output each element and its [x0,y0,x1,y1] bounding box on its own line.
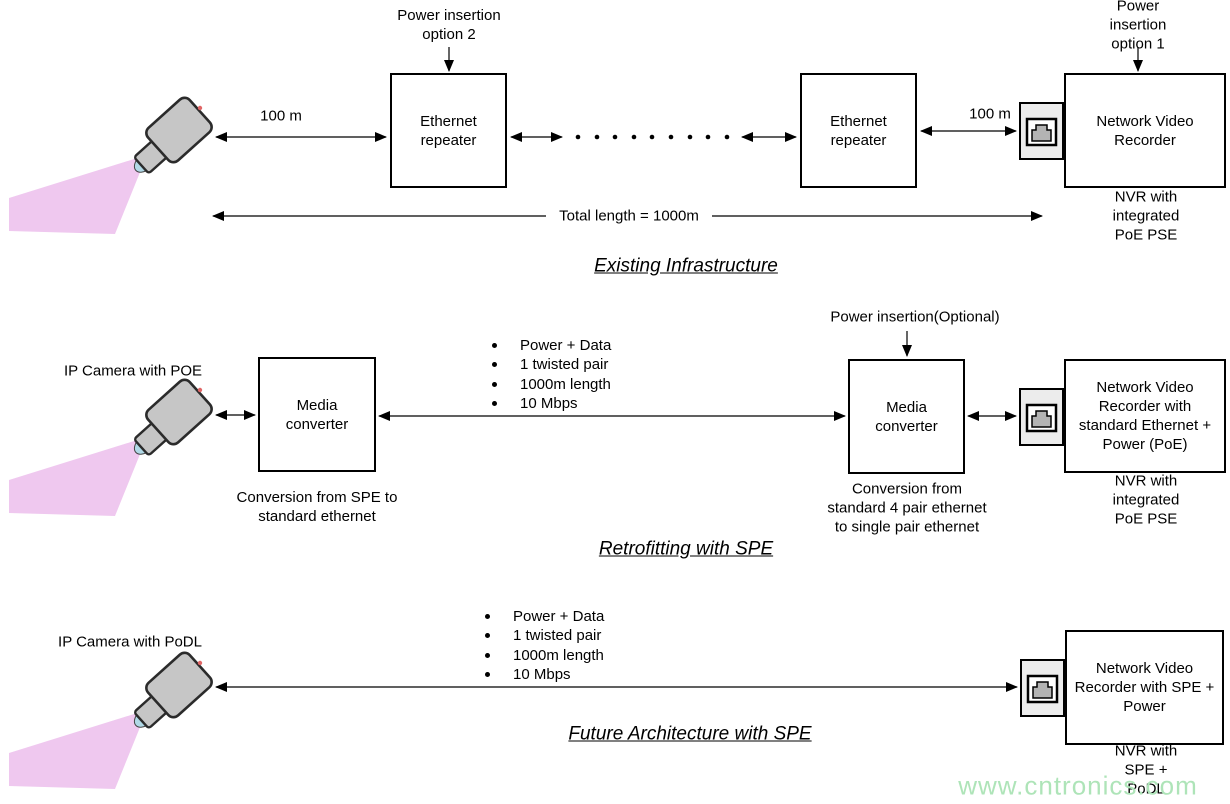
bullet-text: Power + Data [520,337,612,355]
section-title-existing: Existing Infrastructure [594,255,778,277]
ethernet-port-icon [1019,658,1066,718]
power-insertion-optional-label: Power insertion(Optional) [830,308,1000,326]
nvr-caption-future: NVR with SPE + PoDL [1114,742,1178,798]
ip-camera-icon [7,93,216,236]
total-length-label: Total length = 1000m [559,207,699,225]
list-item: Power + Data [492,336,611,355]
ip-camera-icon [7,648,216,791]
bullet-icon [485,633,490,639]
list-item: Power + Data [485,607,604,626]
list-item: 10 Mbps [492,394,611,413]
converter-caption-right: Conversion from standard 4 pair ethernet… [827,480,987,536]
bullet-icon [492,362,497,368]
watermark-text: www.cntronics.com [958,770,1198,801]
spe-link-bullet-list: Power + Data 1 twisted pair 1000m length… [492,336,611,413]
power-insertion-option2-label: Power insertion option 2 [397,7,501,43]
list-item: 1 twisted pair [485,626,604,645]
list-item: 1 twisted pair [492,355,611,374]
bullet-icon [485,672,490,678]
section-title-future: Future Architecture with SPE [568,723,812,745]
bullet-icon [492,401,497,407]
bullet-text: Power + Data [513,608,605,626]
ip-camera-icon [7,375,216,518]
nvr-box-future: Network Video Recorder with SPE + Power [1065,630,1224,745]
power-insertion-option1-label: Power insertion option 1 [1109,0,1167,53]
camera-label-poe: IP Camera with POE [63,362,203,380]
nvr-box-existing: Network Video Recorder [1064,73,1226,188]
bullet-text: 10 Mbps [520,395,578,413]
distance-label-right: 100 m [969,105,1011,123]
bullet-icon [485,652,490,658]
list-item: 1000m length [492,375,611,394]
list-item: 1000m length [485,646,604,665]
bullet-icon [485,614,490,620]
bullet-text: 1000m length [513,646,604,664]
bullet-text: 10 Mbps [513,666,571,684]
media-converter-box-right: Media converter [848,359,965,474]
bullet-text: 1 twisted pair [520,356,609,374]
nvr-caption-retrofit: NVR with integrated PoE PSE [1112,472,1180,528]
bullet-text: 1 twisted pair [513,627,602,645]
nvr-caption-existing: NVR with integrated PoE PSE [1112,188,1180,244]
list-item: 10 Mbps [485,665,604,684]
ethernet-port-icon [1018,387,1065,447]
bullet-text: 1000m length [520,375,611,393]
repeater-ellipsis-dots [575,134,730,140]
media-converter-box-left: Media converter [258,357,376,472]
distance-label-left: 100 m [260,107,302,125]
ethernet-repeater-box-left: Ethernet repeater [390,73,507,188]
section-title-retrofit: Retrofitting with SPE [598,538,774,560]
spe-future-bullet-list: Power + Data 1 twisted pair 1000m length… [485,607,604,684]
converter-caption-left: Conversion from SPE to standard ethernet [236,489,398,525]
ethernet-repeater-box-right: Ethernet repeater [800,73,917,188]
nvr-box-retrofit: Network Video Recorder with standard Eth… [1064,359,1226,473]
ethernet-port-icon [1018,101,1065,161]
bullet-icon [492,381,497,387]
bullet-icon [492,343,497,349]
camera-label-podl: IP Camera with PoDL [58,633,202,651]
